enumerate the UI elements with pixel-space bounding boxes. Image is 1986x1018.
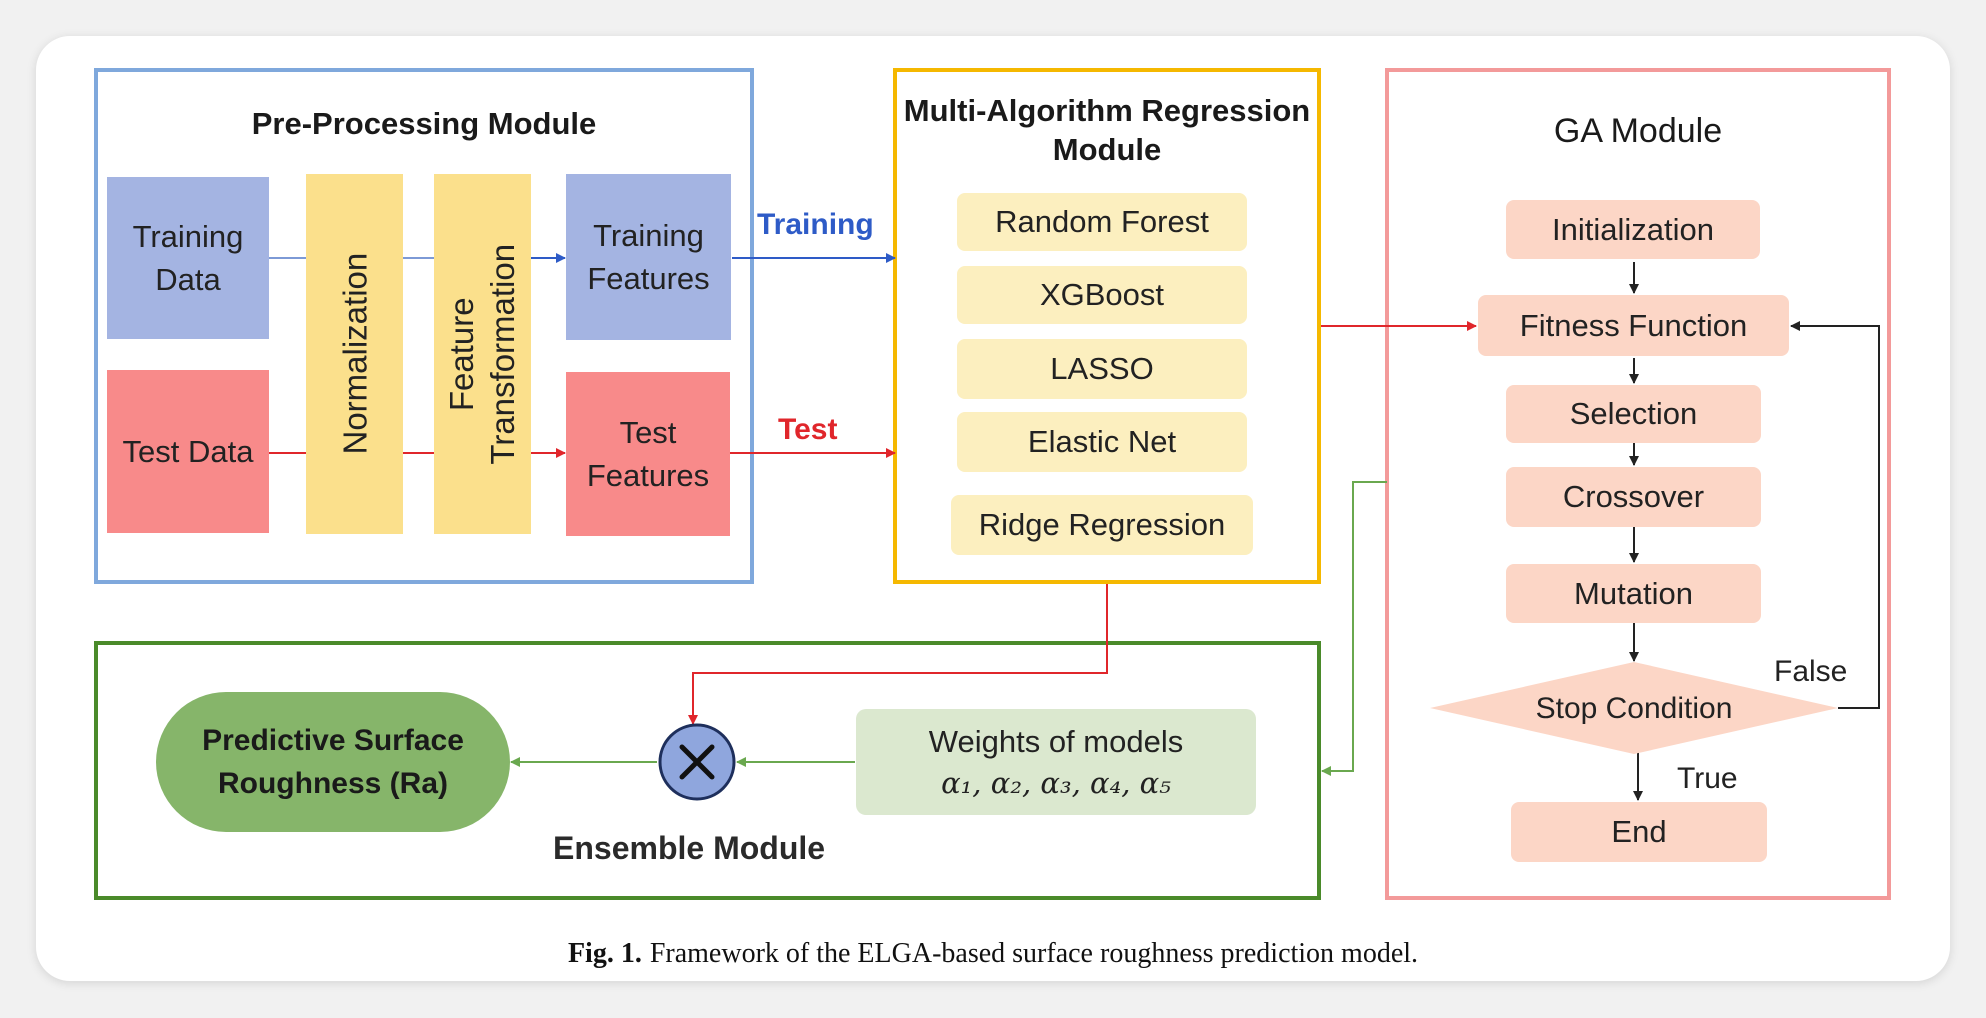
test-data-box: Test Data (107, 370, 269, 533)
feature-transformation-label: Feature Transformation (443, 243, 522, 465)
stop-condition-diamond (1430, 662, 1838, 754)
regression-to-ensemble-arrow (688, 584, 1108, 725)
ensemble-title: Ensemble Module (553, 830, 826, 866)
weights-box: Weights of models α₁, α₂, α₃, α₄, α₅ (856, 709, 1256, 815)
ga-step-fitness-function: Fitness Function (1478, 295, 1789, 356)
figure-caption: Fig. 1. Framework of the ELGA-based surf… (36, 934, 1950, 974)
false-label: False (1774, 655, 1848, 688)
training-features-box: Training Features (566, 174, 731, 340)
false-loop-arrow (1790, 321, 1880, 709)
ga-module (1385, 68, 1891, 900)
normalization-box: Normalization (306, 174, 403, 534)
training-flow-label: Training (757, 208, 874, 241)
algorithm-ridge-regression: Ridge Regression (951, 495, 1253, 555)
ga-step-initialization: Initialization (1506, 200, 1760, 259)
preprocessing-module (94, 68, 754, 584)
algorithm-xgboost: XGBoost (957, 266, 1247, 324)
ga-step-end: End (1511, 802, 1767, 862)
test-flow-label: Test (778, 413, 838, 446)
weights-symbols: α₁, α₂, α₃, α₄, α₅ (941, 766, 1171, 800)
ga-to-weights-arrow (1321, 481, 1387, 776)
regression-module (893, 68, 1321, 584)
multiply-icon (658, 723, 736, 801)
stop-condition-label: Stop Condition (1535, 692, 1733, 726)
ga-step-crossover: Crossover (1506, 467, 1761, 527)
preprocessing-title: Pre-Processing Module (251, 105, 597, 141)
ga-step-selection: Selection (1506, 385, 1761, 443)
caption-text: Framework of the ELGA-based surface roug… (649, 938, 1419, 969)
normalization-label: Normalization (335, 253, 373, 455)
ga-title: GA Module (1553, 111, 1723, 150)
feature-transformation-box: Feature Transformation (434, 174, 531, 534)
regression-title: Multi-Algorithm Regression Module (903, 93, 1311, 167)
training-data-box: Training Data (107, 177, 269, 339)
predictive-output-pill: Predictive Surface Roughness (Ra) (156, 692, 510, 832)
test-features-box: Test Features (566, 372, 730, 536)
ensemble-module (94, 641, 1321, 900)
ga-step-mutation: Mutation (1506, 564, 1761, 623)
true-label: True (1677, 762, 1738, 795)
algorithm-lasso: LASSO (957, 339, 1247, 399)
algorithm-random-forest: Random Forest (957, 193, 1247, 251)
weights-title: Weights of models (928, 724, 1184, 759)
algorithm-elastic-net: Elastic Net (957, 412, 1247, 472)
caption-prefix: Fig. 1. (567, 938, 642, 969)
